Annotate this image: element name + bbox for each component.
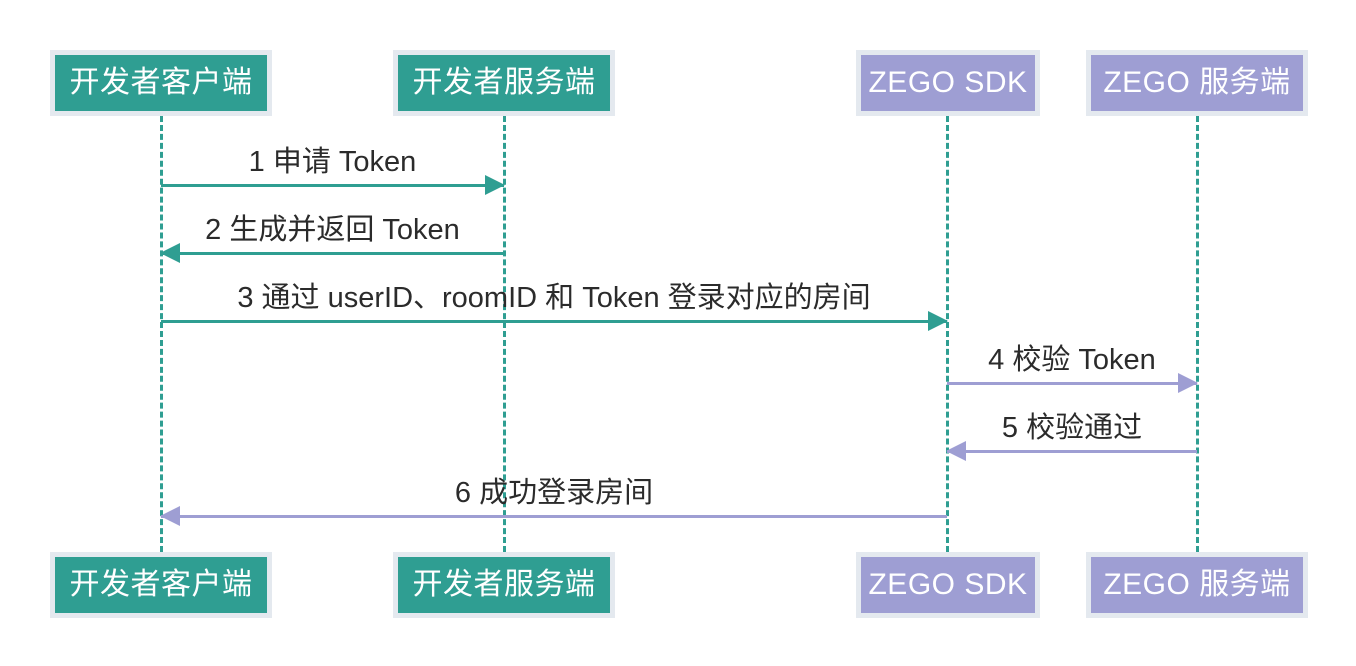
message-label-4: 4 校验 Token bbox=[988, 344, 1156, 376]
arrowhead-icon bbox=[946, 441, 966, 461]
participant-label: ZEGO SDK bbox=[868, 568, 1028, 601]
participant-label: ZEGO SDK bbox=[868, 66, 1028, 99]
lifeline-zego-sdk bbox=[946, 116, 949, 552]
message-label-2: 2 生成并返回 Token bbox=[205, 214, 460, 246]
arrow-shaft bbox=[161, 320, 947, 323]
message-label-1: 1 申请 Token bbox=[248, 146, 417, 178]
message-label-6: 6 成功登录房间 bbox=[454, 477, 654, 509]
arrowhead-icon bbox=[1178, 373, 1198, 393]
participant-box-dev-client-top[interactable]: 开发者客户端 bbox=[50, 50, 272, 116]
participant-box-dev-server-bottom[interactable]: 开发者服务端 bbox=[393, 552, 615, 618]
participant-label: ZEGO 服务端 bbox=[1103, 66, 1291, 99]
participant-label: 开发者客户端 bbox=[69, 66, 253, 99]
lifeline-zego-server bbox=[1196, 116, 1199, 552]
arrow-shaft bbox=[161, 252, 504, 255]
lifeline-dev-server bbox=[503, 116, 506, 552]
participant-box-dev-client-bottom[interactable]: 开发者客户端 bbox=[50, 552, 272, 618]
participant-box-zego-server-top[interactable]: ZEGO 服务端 bbox=[1086, 50, 1308, 116]
participant-label: 开发者客户端 bbox=[69, 568, 253, 601]
message-label-5: 5 校验通过 bbox=[1001, 412, 1143, 444]
arrow-shaft bbox=[161, 515, 947, 518]
participant-box-zego-sdk-bottom[interactable]: ZEGO SDK bbox=[856, 552, 1040, 618]
arrowhead-icon bbox=[160, 243, 180, 263]
participant-label: 开发者服务端 bbox=[412, 568, 596, 601]
arrow-shaft bbox=[947, 450, 1197, 453]
participant-box-dev-server-top[interactable]: 开发者服务端 bbox=[393, 50, 615, 116]
message-label-3: 3 通过 userID、roomID 和 Token 登录对应的房间 bbox=[237, 282, 871, 314]
arrowhead-icon bbox=[160, 506, 180, 526]
participant-box-zego-server-bottom[interactable]: ZEGO 服务端 bbox=[1086, 552, 1308, 618]
arrowhead-icon bbox=[485, 175, 505, 195]
arrow-shaft bbox=[947, 382, 1197, 385]
participant-label: 开发者服务端 bbox=[412, 66, 596, 99]
arrowhead-icon bbox=[928, 311, 948, 331]
lifeline-dev-client bbox=[160, 116, 163, 552]
participant-box-zego-sdk-top[interactable]: ZEGO SDK bbox=[856, 50, 1040, 116]
participant-label: ZEGO 服务端 bbox=[1103, 568, 1291, 601]
arrow-shaft bbox=[161, 184, 504, 187]
